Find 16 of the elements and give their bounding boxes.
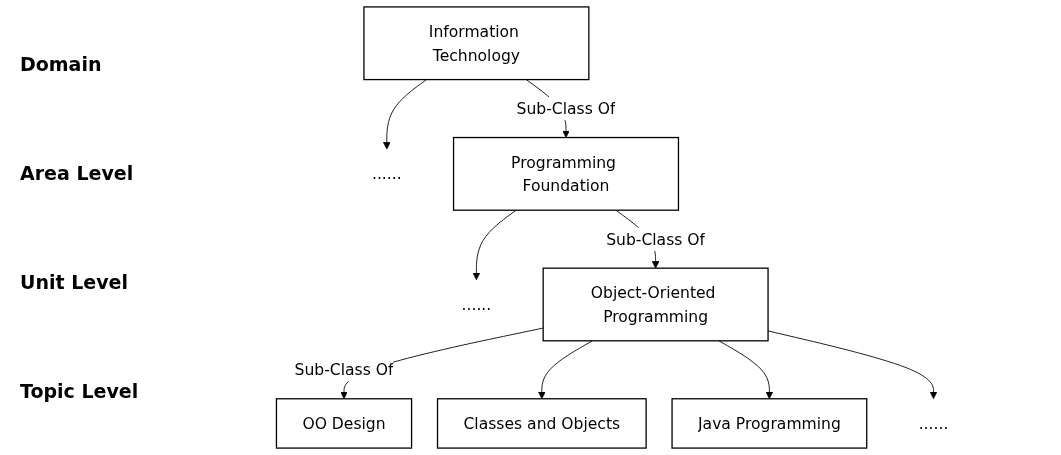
- node-box: Programming Foundation: [453, 136, 680, 211]
- node-box: OO Design: [275, 398, 413, 449]
- edge-label: Sub-Class Of: [516, 99, 616, 118]
- node-box: Object-Oriented Programming: [542, 267, 769, 342]
- level-label: Area Level: [20, 162, 135, 185]
- node-text: ......: [461, 295, 492, 314]
- node-text: ......: [372, 164, 402, 183]
- level-label: Unit Level: [20, 270, 129, 293]
- level-label: Domain: [20, 53, 103, 76]
- level-label: Topic Level: [20, 379, 140, 402]
- node-box: Java Programming: [671, 398, 868, 449]
- edge-label: Sub-Class Of: [606, 230, 706, 249]
- edge-label: Sub-Class Of: [294, 360, 394, 379]
- node-box: Information Technology: [363, 6, 590, 81]
- node-box: Classes and Objects: [437, 398, 647, 449]
- node-text: ......: [918, 414, 949, 433]
